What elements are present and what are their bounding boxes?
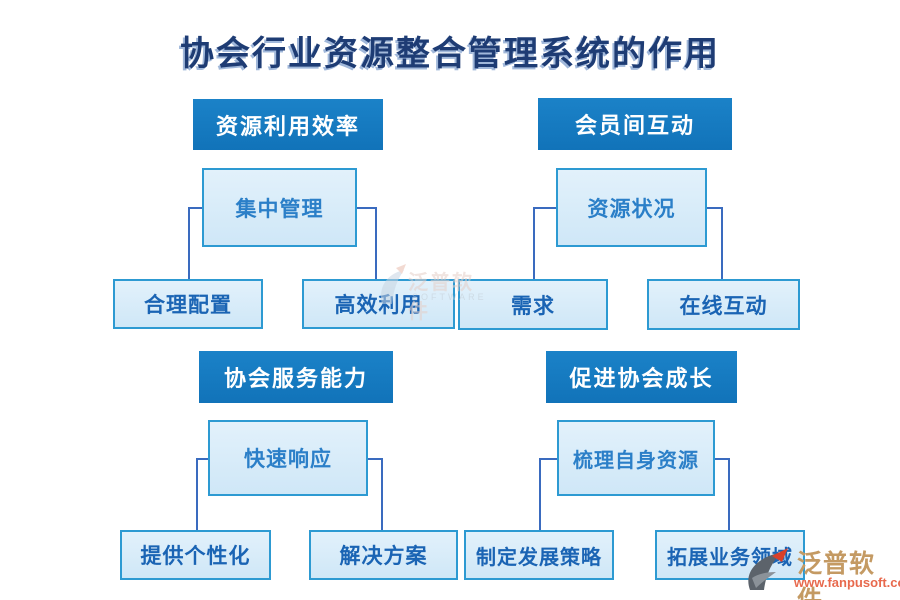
leaf-node: 合理配置 — [113, 279, 263, 329]
section-header: 协会服务能力 — [199, 351, 393, 403]
connector-left — [533, 207, 556, 279]
connector-left — [188, 207, 202, 279]
corner-watermark: 泛普软件 www.fanpusoft.com — [742, 544, 900, 600]
mid-node: 快速响应 — [208, 420, 368, 496]
connector-left — [539, 458, 557, 530]
leaf-node: 提供个性化 — [120, 530, 271, 580]
leaf-node: 高效利用 — [302, 279, 455, 329]
section-header: 资源利用效率 — [193, 99, 383, 150]
leaf-node: 需求 — [458, 279, 608, 330]
fanpu-logo-icon — [748, 548, 788, 590]
connector-right — [368, 458, 383, 530]
section-header: 会员间互动 — [538, 98, 732, 150]
mid-node: 梳理自身资源 — [557, 420, 715, 496]
mid-node: 集中管理 — [202, 168, 357, 247]
connector-right — [707, 207, 723, 279]
connector-right — [357, 207, 377, 279]
mid-node: 资源状况 — [556, 168, 707, 247]
section-header: 促进协会成长 — [546, 351, 737, 403]
connector-left — [196, 458, 208, 530]
page-title: 协会行业资源整合管理系统的作用 — [180, 36, 720, 73]
leaf-node: 在线互动 — [647, 279, 800, 330]
leaf-node: 制定发展策略 — [464, 530, 614, 580]
connector-right — [715, 458, 730, 530]
leaf-node: 拓展业务领域 — [655, 530, 805, 580]
watermark-brand-text: 泛普软件 — [797, 551, 876, 600]
watermark-url-text: www.fanpusoft.com — [794, 575, 900, 590]
leaf-node: 解决方案 — [309, 530, 458, 580]
